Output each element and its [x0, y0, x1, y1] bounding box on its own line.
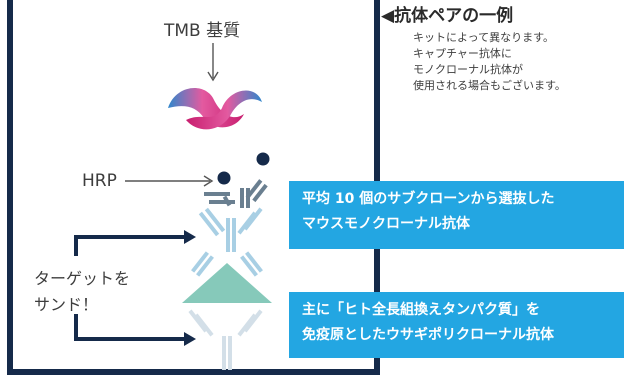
target-antigen: [182, 263, 272, 303]
callout-line: 主に「ヒト全長組換えタンパク質」を: [302, 302, 540, 318]
sandwich-arrowhead-top: [184, 230, 196, 244]
hrp-molecule: [217, 171, 231, 185]
callout-line: マウスモノクローナル抗体: [302, 216, 470, 232]
note-line: 使用される場合もございます。: [413, 79, 566, 92]
capture-antibody: [188, 309, 263, 370]
callout-line: 免疫原としたウサギポリクローナル抗体: [302, 327, 554, 343]
sandwich-label-line: ターゲットを: [34, 269, 131, 288]
sandwich-bracket: [74, 235, 186, 341]
tmb-substrate-shape: [168, 88, 262, 130]
note-line: モノクローナル抗体が: [413, 63, 523, 76]
note-line: キットによって異なります。: [413, 31, 555, 44]
hrp-molecule: [256, 152, 270, 166]
tmb-substrate-label: TMB 基質: [164, 21, 241, 41]
detection-antibody: [191, 207, 263, 277]
capture-antibody-callout: 主に「ヒト全長組換えタンパク質」を 免疫原としたウサギポリクローナル抗体: [289, 292, 624, 358]
sandwich-label-line: サンド！: [34, 295, 99, 314]
callout-line: 平均 10 個のサブクローンから選抜した: [302, 191, 555, 207]
sandwich-arrowhead-bottom: [184, 332, 196, 346]
hrp-antibody: [204, 179, 268, 208]
sandwich-label: ターゲットを サンド！: [34, 266, 130, 318]
antibody-pair-notes: キットによって異なります。 キャプチャー抗体に モノクローナル抗体が 使用される…: [413, 30, 623, 94]
hrp-label: HRP: [82, 171, 117, 191]
detection-antibody-callout: 平均 10 個のサブクローンから選抜した マウスモノクローナル抗体: [289, 181, 624, 249]
note-line: キャプチャー抗体に: [413, 47, 512, 60]
hrp-arrow: [125, 175, 214, 187]
antibody-pair-example-heading: ◀抗体ペアの一例: [381, 6, 514, 26]
tmb-arrow: [207, 43, 219, 82]
